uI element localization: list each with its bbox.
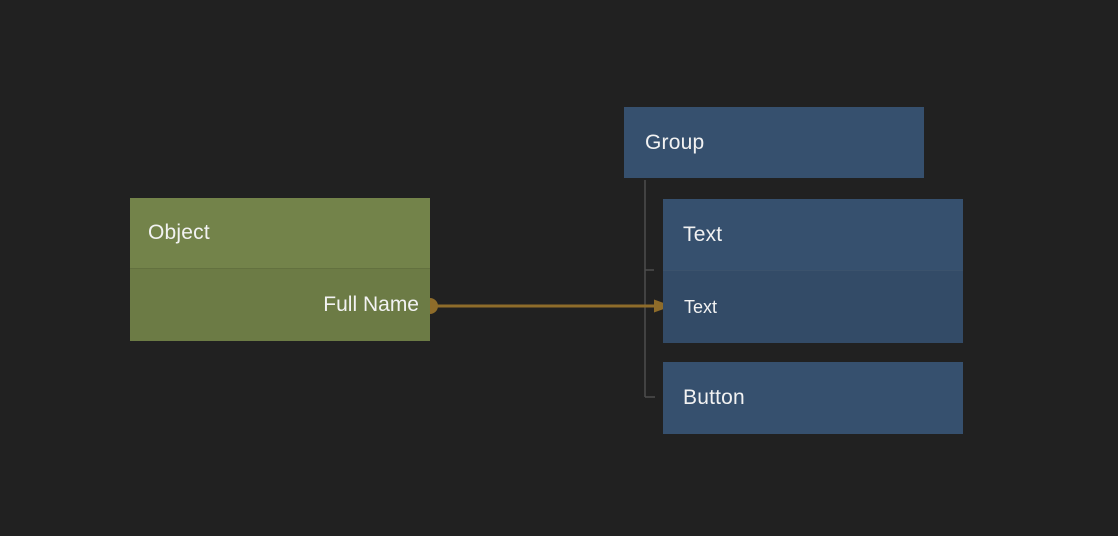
field-label-full-name: Full Name <box>323 293 419 316</box>
tree-connector-line <box>644 180 655 398</box>
object-field-row-full-name[interactable]: Full Name <box>130 268 430 341</box>
object-node-header[interactable]: Object <box>130 198 430 268</box>
group-node-header[interactable]: Group <box>624 107 924 178</box>
object-node[interactable]: Object Full Name <box>130 198 430 341</box>
group-node[interactable]: Group <box>624 107 924 178</box>
text-node-header[interactable]: Text <box>663 199 963 270</box>
binding-arrow[interactable] <box>432 299 672 313</box>
button-node[interactable]: Button <box>663 362 963 434</box>
text-node-row-label: Text <box>684 296 718 317</box>
button-node-header[interactable]: Button <box>663 362 963 434</box>
text-node-bound-row[interactable]: Text <box>663 270 963 343</box>
group-node-title: Group <box>645 130 705 154</box>
button-node-title: Button <box>683 386 745 409</box>
object-node-title: Object <box>148 221 210 244</box>
text-node[interactable]: Text Text <box>663 199 963 343</box>
text-node-title: Text <box>683 222 723 246</box>
